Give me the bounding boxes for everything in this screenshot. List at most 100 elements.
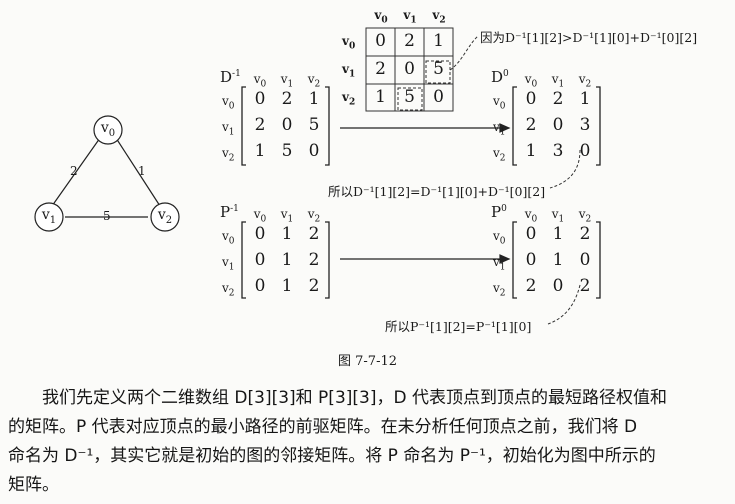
row-label: v2: [222, 281, 235, 299]
matrix-cell: 2: [579, 276, 591, 296]
grid-cell: 0: [433, 87, 444, 107]
bracket-right-d-minus1: [325, 86, 330, 166]
grid-row-label: v2: [342, 90, 356, 108]
matrix-cell: 2: [254, 115, 266, 135]
grid-cell: 2: [404, 31, 415, 51]
edge-v1-v2-weight: 5: [103, 209, 111, 223]
matrix-cell: 0: [552, 115, 564, 135]
matrix-cell: 2: [525, 115, 537, 135]
node-v0-label: v0: [100, 120, 116, 139]
matrix-cell: 0: [552, 276, 564, 296]
matrix-cell: 5: [308, 115, 320, 135]
matrix-cell: 2: [525, 276, 537, 296]
matrix-cell: 0: [579, 141, 591, 161]
bracket-right-p-minus1: [325, 221, 330, 299]
matrix-cell: 1: [308, 89, 320, 109]
matrix-cell: 0: [254, 250, 266, 270]
leader-so-d: [549, 149, 581, 189]
leader-because: [449, 35, 479, 71]
bracket-left-d-minus1: [241, 86, 246, 166]
column-header: v2: [307, 207, 321, 225]
row-label: v1: [222, 255, 235, 273]
matrix-cell: 0: [525, 89, 537, 109]
matrix-cell: 2: [552, 89, 564, 109]
grid-cell: 1: [375, 87, 386, 107]
column-header: v2: [578, 72, 592, 90]
grid-row-label: v1: [342, 62, 356, 80]
d-minus1-label: D-1: [220, 68, 241, 86]
bracket-left-d0: [512, 86, 517, 166]
edge-v0-v1: [51, 137, 101, 207]
leader-so-p: [547, 284, 581, 325]
matrix-cell: 1: [525, 141, 537, 161]
p0-label: P0: [491, 203, 507, 221]
matrix-cell: 1: [254, 141, 266, 161]
column-header: v0: [524, 72, 538, 90]
bracket-right-d0: [596, 86, 601, 166]
matrix-cell: 1: [579, 89, 591, 109]
matrix-cell: 3: [579, 115, 591, 135]
node-v0: [93, 115, 123, 145]
column-header: v2: [578, 207, 592, 225]
row-label: v0: [493, 94, 506, 112]
edge-v0-v2-weight: 1: [138, 164, 146, 178]
matrix-cell: 2: [308, 276, 320, 296]
matrix-cell: 0: [525, 224, 537, 244]
row-label: v0: [222, 94, 235, 112]
annotation-so-p: 所以P⁻¹[1][2]=P⁻¹[1][0]: [385, 319, 532, 334]
node-v2-label: v2: [157, 207, 173, 226]
bracket-left-p0: [512, 221, 517, 299]
column-header: v0: [253, 72, 267, 90]
matrix-cell: 2: [579, 224, 591, 244]
paragraph-line-2: 的矩阵。P 代表对应顶点的最小路径的前驱矩阵。在未分析任何顶点之前，我们将 D: [8, 417, 638, 437]
graph-edges: [51, 137, 161, 218]
matrix-cell: 0: [254, 224, 266, 244]
matrix-cell: 0: [281, 115, 293, 135]
highlight-d21: [397, 87, 423, 111]
column-header: v1: [551, 207, 565, 225]
row-label: v2: [222, 146, 235, 164]
grid-cell: 0: [375, 31, 386, 51]
matrix-cell: 3: [552, 141, 564, 161]
matrix-cell: 5: [281, 141, 293, 161]
row-label: v1: [493, 255, 506, 273]
column-header: v0: [253, 207, 267, 225]
grid-row-label: v0: [342, 34, 356, 52]
matrix-cell: 2: [308, 250, 320, 270]
matrix-cell: 2: [308, 224, 320, 244]
matrix-cell: 1: [552, 250, 564, 270]
row-label: v2: [493, 281, 506, 299]
grid-cell: 2: [375, 59, 386, 79]
row-label: v1: [493, 120, 506, 138]
column-header: v0: [524, 207, 538, 225]
row-label: v2: [493, 146, 506, 164]
edge-v0-v2: [115, 137, 161, 207]
p-minus1-label: P-1: [220, 203, 239, 221]
graph-nodes: [34, 115, 180, 232]
paragraph-line-4: 矩阵。: [8, 475, 59, 495]
grid-cell: 1: [433, 31, 444, 51]
bracket-right-p0: [596, 221, 601, 299]
highlight-d12: [425, 60, 451, 84]
bracket-left-p-minus1: [241, 221, 246, 299]
column-header: v2: [307, 72, 321, 90]
grid-column-header: v0: [374, 8, 388, 26]
arrow-p-head: [499, 254, 511, 264]
grid-frame: [365, 27, 454, 112]
column-header: v1: [280, 207, 294, 225]
matrix-cell: 0: [579, 250, 591, 270]
column-header: v1: [280, 72, 294, 90]
annotation-because: 因为D⁻¹[1][2]>D⁻¹[1][0]+D⁻¹[0][2]: [480, 30, 698, 45]
matrix-cell: 1: [281, 224, 293, 244]
node-v2: [150, 202, 180, 232]
d0-label: D0: [491, 68, 509, 86]
row-label: v0: [493, 229, 506, 247]
row-label: v1: [222, 120, 235, 138]
grid-cell: 5: [404, 87, 415, 107]
paragraph-line-1: 我们先定义两个二维数组 D[3][3]和 P[3][3]，D 代表顶点到顶点的最…: [42, 388, 667, 408]
matrix-cell: 1: [281, 250, 293, 270]
figure-caption: 图 7-7-12: [338, 354, 398, 369]
grid-column-header: v1: [403, 8, 417, 26]
grid-cell: 5: [433, 59, 444, 79]
